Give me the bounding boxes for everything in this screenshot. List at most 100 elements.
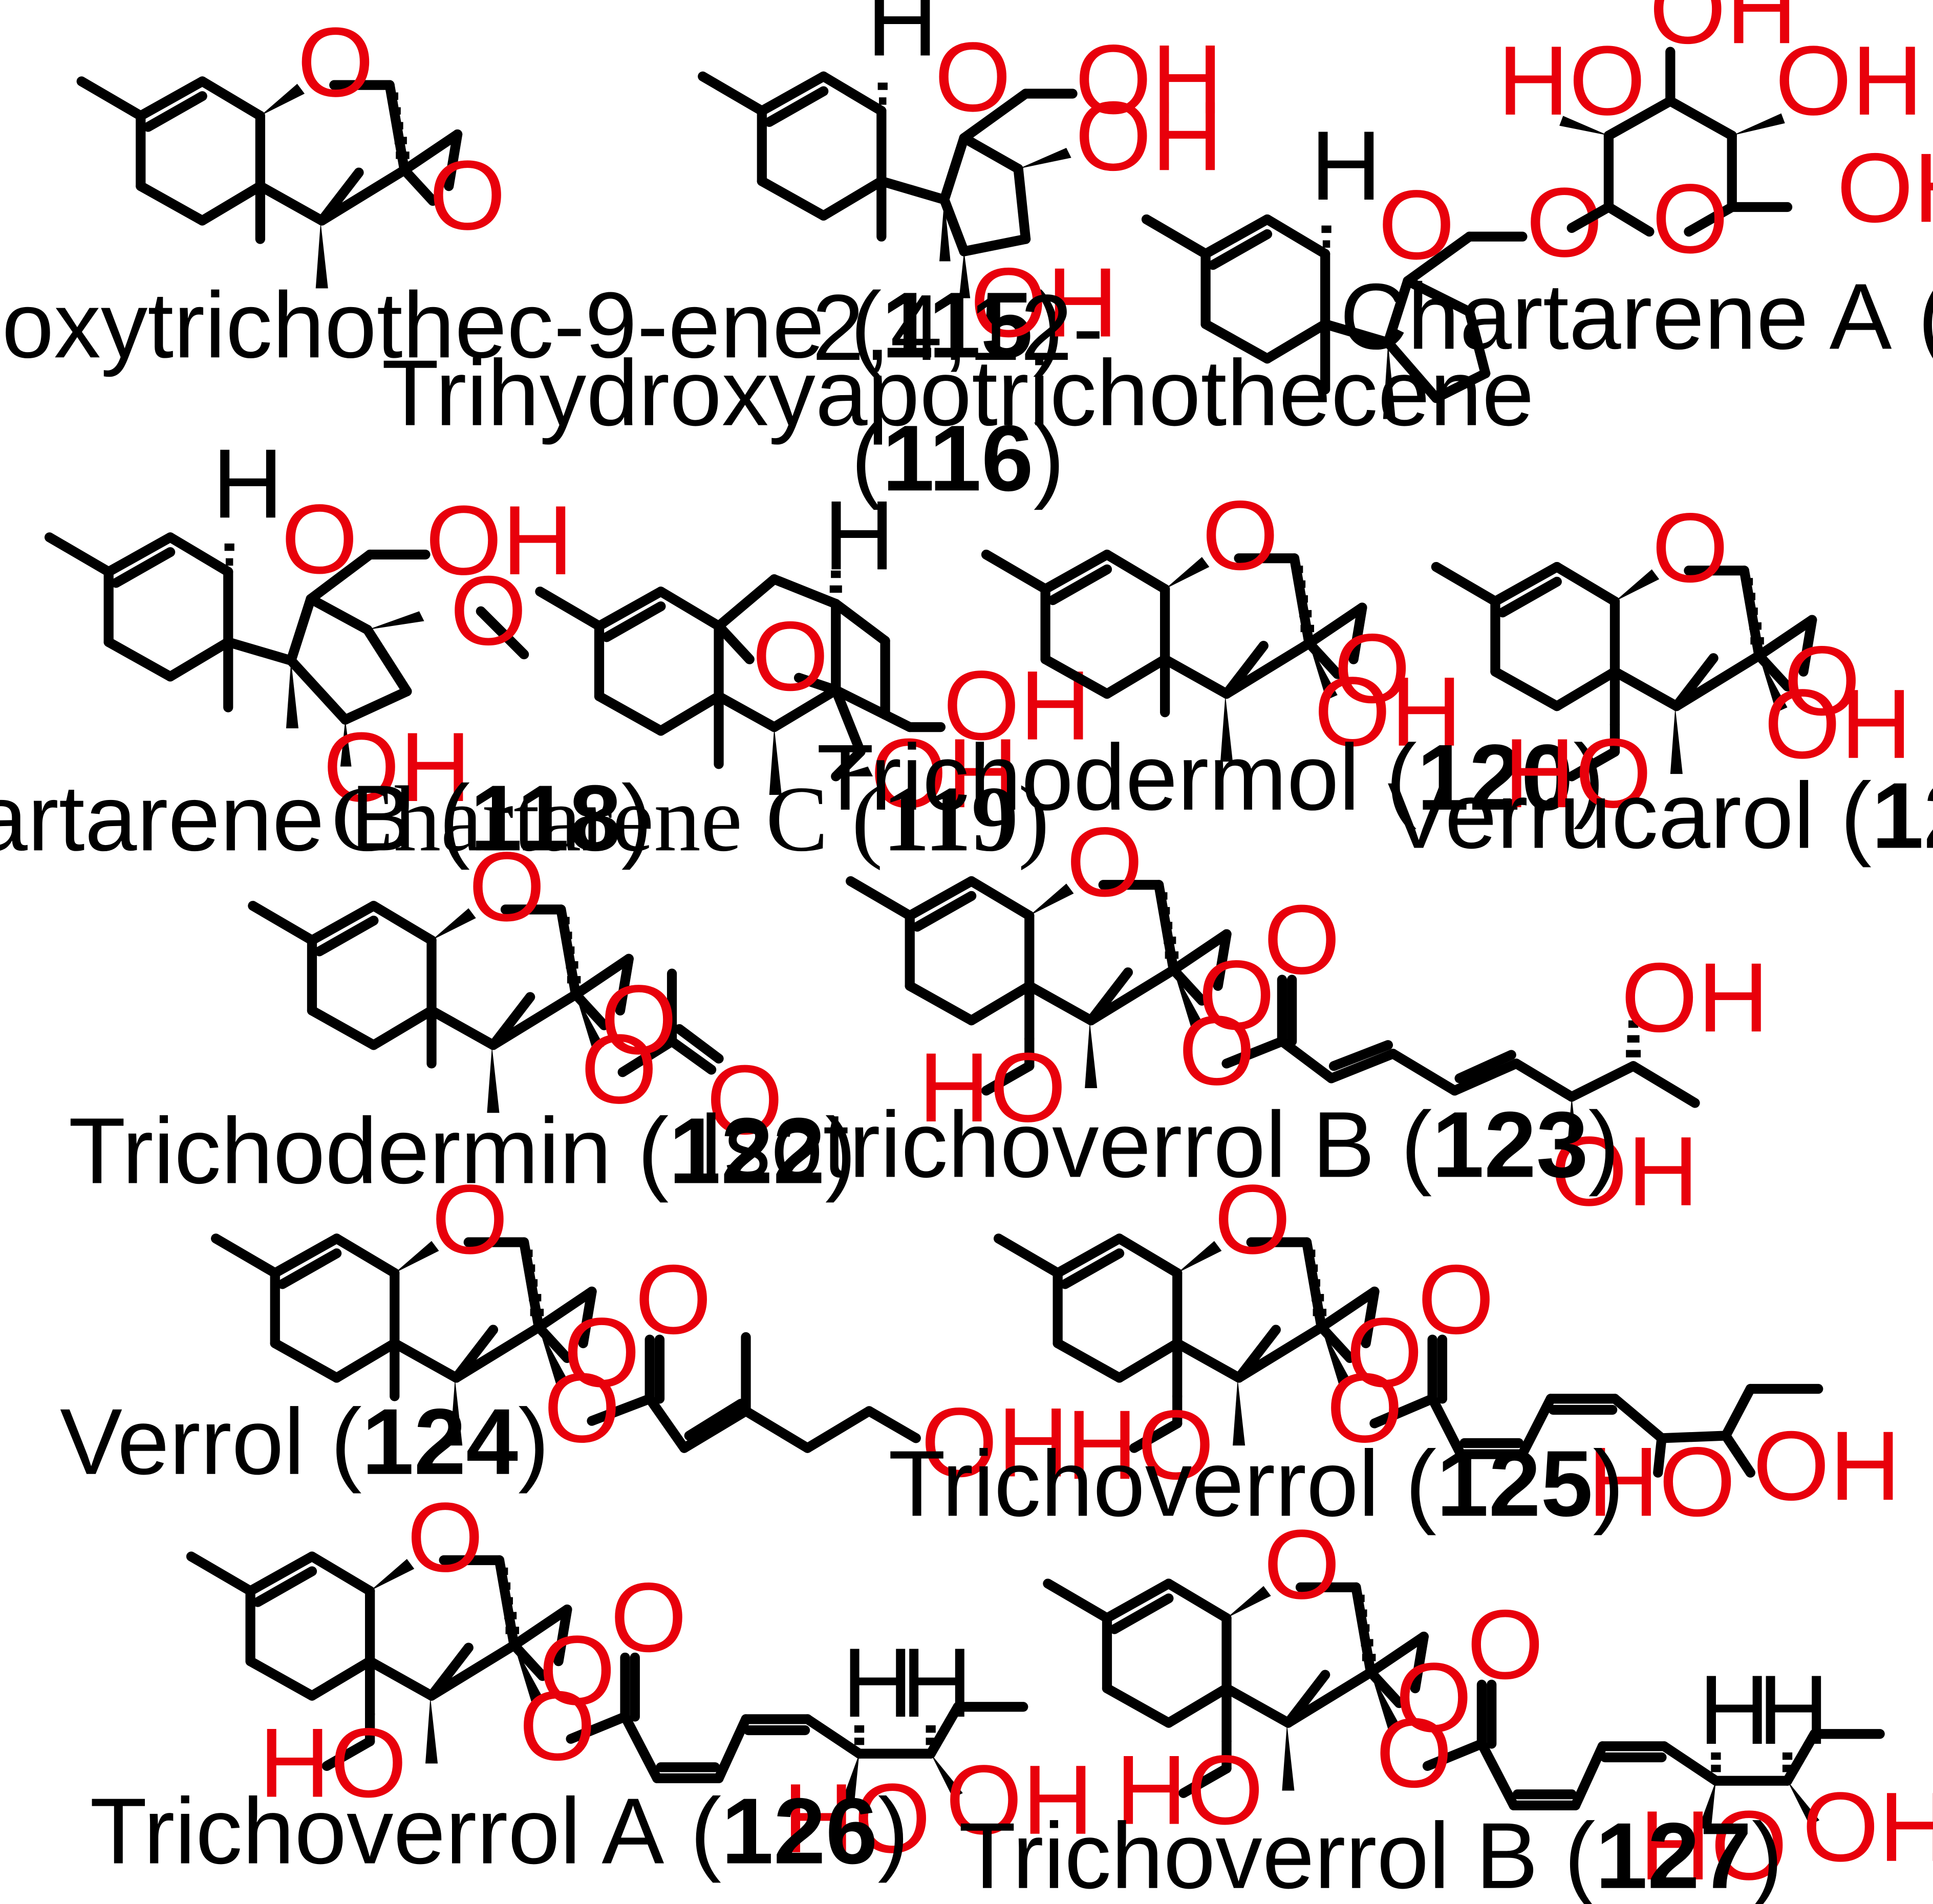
atom-o-ring: O [1263,1509,1340,1619]
compound-119-structure [535,570,946,795]
atom-oh-118b: OH [323,712,471,822]
caption-116-line3: (116) [851,405,1065,510]
atom-oh: OH [1802,1772,1933,1882]
compound-124-structure: O O O O OH [216,1164,1069,1498]
caption-119: Chartarene C (119) [331,767,1049,871]
atom-o-carbonyl: O [706,1045,783,1155]
atom-o-carbonyl: O [610,1562,687,1672]
atom-ho: HO [918,1032,1066,1142]
atom-oh: OH [1314,657,1462,767]
caption-118: Chartarene B (118) [0,765,652,870]
atom-o-ester: O [519,1671,596,1781]
atom-o-epoxide: O [1784,626,1860,736]
compound-117-structure [1141,214,1528,419]
atom-o-carbonyl: O [1263,884,1340,994]
atom-o-ring: O [1214,1164,1291,1274]
compound-118-structure [44,532,529,767]
atom-o-carbonyl: O [1467,1589,1544,1699]
atom-o-carbonyl: O [1417,1244,1494,1354]
atom-o-118b: O [450,555,527,665]
compound-122-structure: O O O O [253,832,783,1155]
atom-oh-116b: OH [1075,81,1223,191]
caption-123: Isotrichoverrol B (123) [698,1092,1620,1197]
atom-h-a: H [1699,1655,1770,1765]
atom-oh-a: OH [1621,942,1769,1052]
compound-120-structure: O O OH [986,480,1462,767]
atom-o-carbonyl: O [635,1244,712,1354]
atom-oh-117a: OH [1649,0,1797,64]
caption-121: Verrucarol (121) [1387,763,1933,868]
atom-oh-118a: OH [425,485,573,595]
atom-ho-b: HO [783,1763,931,1873]
atom-h-b: H [901,1628,972,1738]
atom-o-118a: O [281,484,358,594]
compound-127-structure: O O O O HO H H HO OH [1048,1509,1933,1900]
atom-oh: OH [1764,669,1912,779]
atom-oh-116a: OH [1075,25,1223,135]
atom-h-b: H [1758,1655,1829,1765]
atom-ho-b: HO [1588,1427,1736,1537]
glucose-ring-117 [1559,47,1793,237]
atom-o-ring: O [297,7,374,117]
atom-o-117a: O [1378,170,1455,280]
atom-h-117: H [1311,111,1382,221]
atom-oh: OH [946,1745,1093,1855]
atom-o-epoxide: O [1334,613,1411,723]
atom-ho: HO [1504,718,1652,828]
atom-o-ester: O [1376,1698,1452,1808]
compound-126-structure: O O O O HO H H HO OH [191,1482,1093,1873]
compound-116-structure [698,71,1078,298]
compound-123-structure: O O O O HO OH OH [851,807,1769,1226]
compound-115-structure: O O [81,7,506,289]
atom-oh-116c: OH [970,247,1118,357]
atom-ho-117: HO [1498,26,1646,136]
caption-124: Verrol (124) [60,1389,549,1494]
atom-o-epoxide: O [600,965,677,1075]
atom-o-epoxide: O [539,1615,616,1725]
atom-oh: OH [921,1388,1069,1498]
atom-o-ring: O [1202,480,1279,590]
atom-oh: OH [1753,1411,1901,1521]
caption-120: Trichodermol (120) [817,725,1604,830]
caption-116-line2: Trihydroxyapotrichothecene [382,340,1534,445]
atom-h-116: H [867,0,938,76]
atom-o-119: O [752,601,829,711]
atom-o-ester: O [581,1014,657,1124]
atom-oh-119b: OH [870,718,1018,828]
caption-126: Trichoverrol A (126) [90,1779,909,1884]
caption-115: 12,13-Epoxytrichothec-9-ene (115) [0,272,1064,377]
atom-o-epoxide: O [1395,1642,1472,1752]
caption-116-line1: 2,4,12- [812,275,1104,380]
atom-h-a: H [842,1628,913,1738]
atom-o-ring: O [432,1164,508,1274]
atom-o-ring: O [407,1482,484,1592]
caption-117: Chartarene A (117) [1340,264,1933,369]
atom-o-ring: O [1652,492,1729,602]
atom-ho: HO [259,1708,407,1818]
compound-121-structure: O O OH HO [1436,492,1912,828]
atom-o-epoxide: O [429,140,506,250]
caption-127: Trichoverrol B (127) [959,1803,1783,1904]
atom-h-119: H [824,480,895,590]
compound-125-structure: O O O O HO HO OH [999,1164,1901,1537]
atom-o-epoxide: O [564,1297,640,1408]
atom-o-ester: O [1178,996,1255,1106]
atom-o-epoxide: O [1346,1297,1423,1408]
atom-o-116: O [934,22,1011,132]
atom-oh-b: OH [1551,1116,1699,1226]
atom-o-ring: O [1066,807,1143,917]
atom-o-117c: O [1652,164,1729,274]
atom-ho: HO [1066,1390,1214,1500]
atom-ho: HO [1115,1735,1263,1845]
caption-125: Trichoverrol (125) [888,1431,1624,1536]
atom-oh-117c: OH [1837,133,1933,243]
atom-o-ring: O [468,832,545,942]
atom-oh-117b: OH [1775,26,1923,136]
atom-h-118: H [212,428,283,538]
atom-ho-b: HO [1640,1790,1788,1900]
atom-o-ester: O [544,1353,620,1463]
atom-o-epoxide: O [1198,940,1275,1050]
caption-122: Trichodermin (122) [69,1098,856,1203]
atom-o-ester: O [1326,1353,1403,1463]
